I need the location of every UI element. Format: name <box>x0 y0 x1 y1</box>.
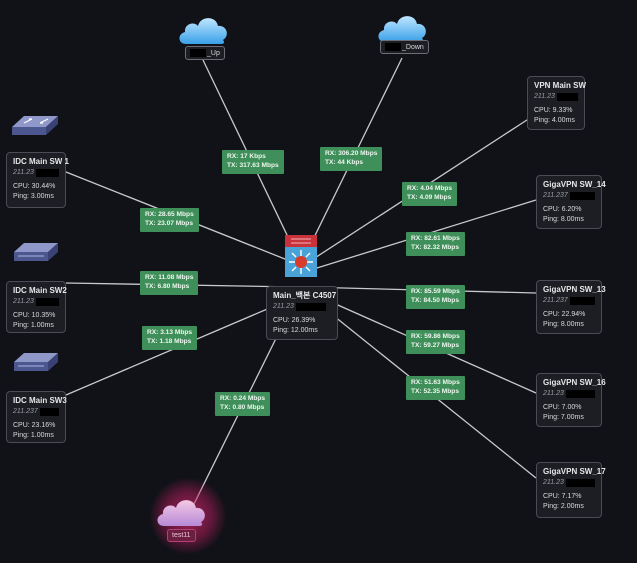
node-gigavpn-sw16[interactable]: GigaVPN SW_16 211.23 CPU: 7.00% Ping: 7.… <box>536 373 606 427</box>
cloud-icon <box>179 18 227 44</box>
switch-icon <box>14 353 58 371</box>
node-idc-main-sw1[interactable]: IDC Main SW 1 211.23 CPU: 30.44% Ping: 3… <box>6 152 69 208</box>
node-idc-main-sw2[interactable]: IDC Main SW2 211.23 CPU: 10.35% Ping: 1.… <box>6 281 67 333</box>
cloud-up-label[interactable]: _Up <box>185 46 225 60</box>
node-gigavpn-sw13[interactable]: GigaVPN SW_13 211.237 CPU: 22.94% Ping: … <box>536 280 606 334</box>
core-switch-icon <box>285 235 317 277</box>
node-vpn-main-sw[interactable]: VPN Main SW 211.23 CPU: 9.33% Ping: 4.00… <box>527 76 586 130</box>
node-idc-main-sw3[interactable]: IDC Main SW3 211.237 CPU: 23.16% Ping: 1… <box>6 391 67 443</box>
node-gigavpn-sw17[interactable]: GigaVPN SW_17 211.23 CPU: 7.17% Ping: 2.… <box>536 462 606 518</box>
cloud-icon <box>378 16 426 42</box>
test11-label[interactable]: test11 <box>167 529 196 542</box>
node-gigavpn-sw14[interactable]: GigaVPN SW_14 211.237 CPU: 6.20% Ping: 8… <box>536 175 606 229</box>
cloud-icon <box>157 500 205 526</box>
switch-icon <box>12 116 58 135</box>
switch-icon <box>14 243 58 261</box>
node-core[interactable]: Main_백본 C4507 211.23 CPU: 26.39% Ping: 1… <box>266 286 338 340</box>
cloud-down-label[interactable]: _Down <box>380 40 429 54</box>
